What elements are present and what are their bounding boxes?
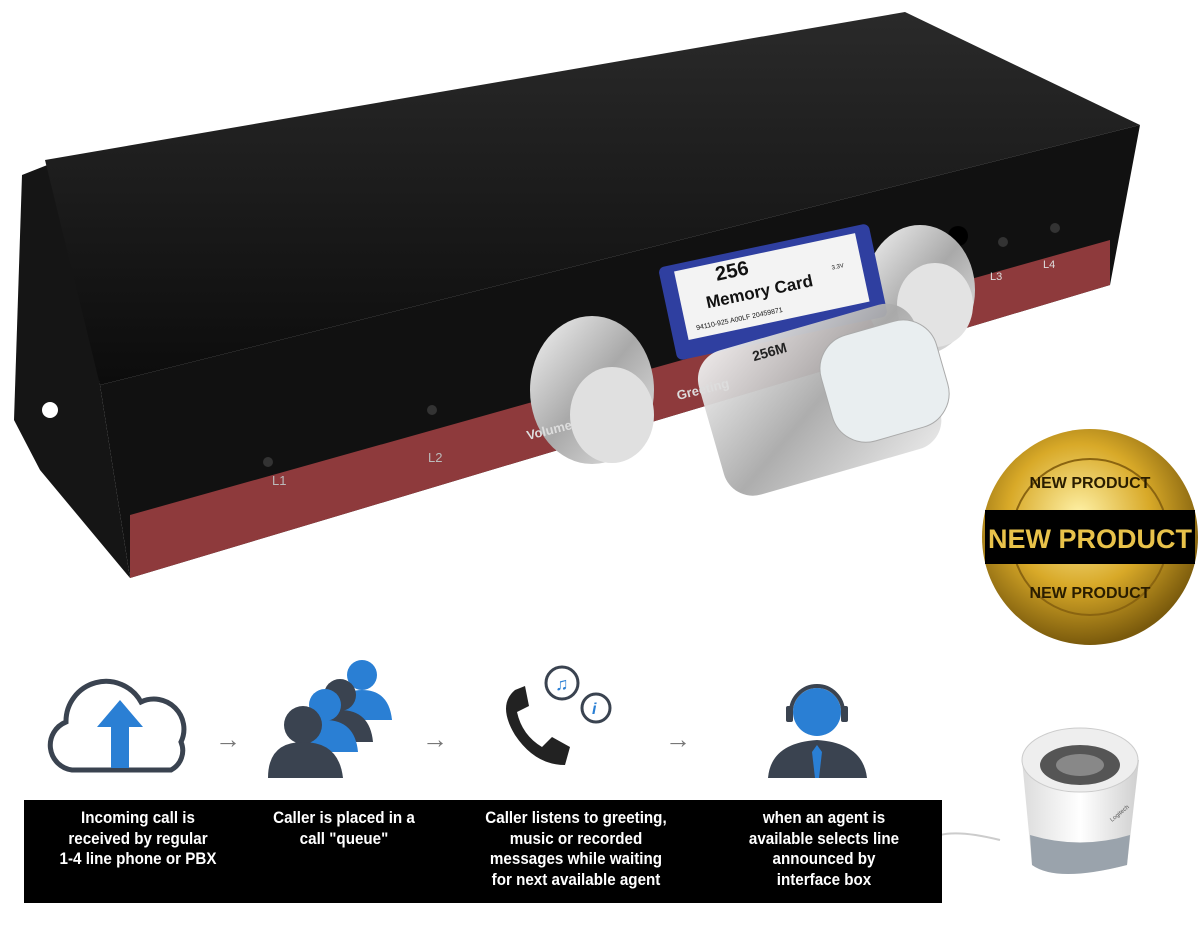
step-caption-waiting: Caller listens to greeting, music or rec… <box>485 809 667 889</box>
svg-text:NEW PRODUCT: NEW PRODUCT <box>988 524 1192 554</box>
cloud-upload-icon <box>47 678 187 773</box>
svg-text:L2: L2 <box>428 450 442 465</box>
people-queue-icon <box>268 660 392 778</box>
logitech-speaker: Logitech <box>939 727 1139 874</box>
interface-box: 256 Memory Card 3.3V 94110-925 A00LF 204… <box>14 12 1140 578</box>
agent-headset-icon <box>768 684 867 778</box>
flow-arrow: → <box>665 724 691 754</box>
svg-text:L3: L3 <box>990 271 1002 283</box>
flow-arrow: → <box>215 724 241 754</box>
svg-text:L1: L1 <box>272 473 286 488</box>
svg-text:NEW PRODUCT: NEW PRODUCT <box>1030 585 1151 602</box>
usb-flash-drive: 256M <box>697 303 950 496</box>
step-caption-queue: Caller is placed in a call "queue" <box>273 809 415 848</box>
flow-arrow: → <box>422 724 448 754</box>
svg-text:NEW PRODUCT: NEW PRODUCT <box>1030 475 1151 492</box>
svg-text:i: i <box>592 701 597 718</box>
svg-text:L4: L4 <box>1043 259 1055 271</box>
svg-text:3.3V: 3.3V <box>831 263 844 271</box>
new-product-badge: NEW PRODUCT NEW PRODUCT NEW PRODUCT <box>982 429 1198 645</box>
step-caption-incoming-call: Incoming call is received by regular 1-4… <box>59 809 217 868</box>
phone-music-info-icon: ♫ i <box>506 665 612 765</box>
flow-caption-bar: Incoming call is received by regular 1-4… <box>24 800 942 903</box>
step-caption-agent: when an agent is available selects line … <box>748 809 900 889</box>
svg-text:♫: ♫ <box>555 674 569 694</box>
